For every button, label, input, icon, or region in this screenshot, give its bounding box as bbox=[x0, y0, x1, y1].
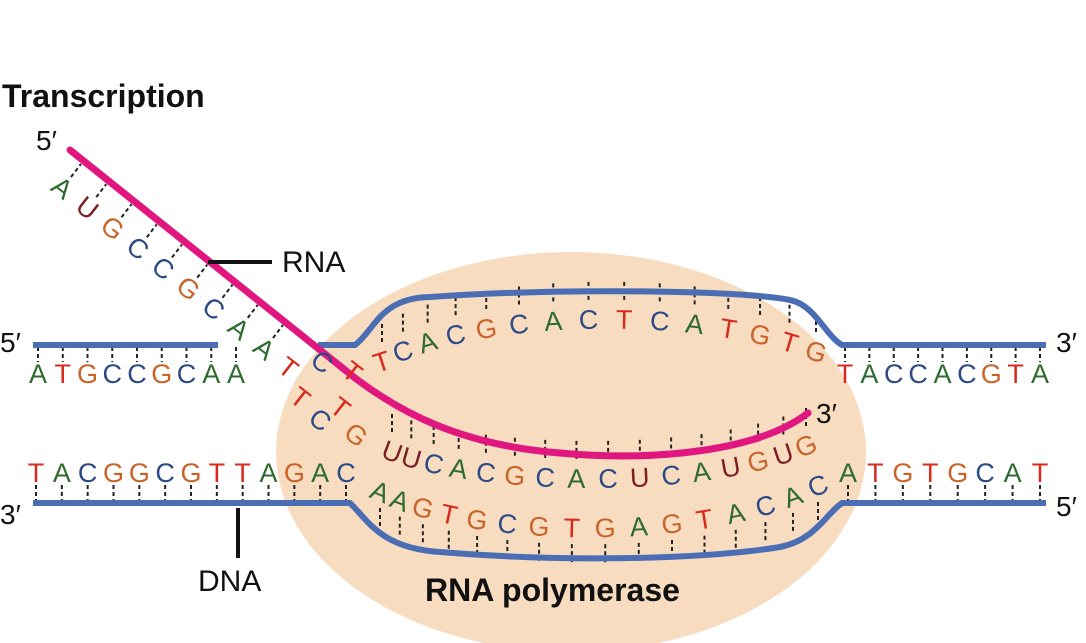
base-pair-tick bbox=[145, 223, 158, 238]
template-strand-base: A bbox=[259, 458, 277, 488]
template-strand-base: A bbox=[53, 458, 71, 488]
template-strand-base: G bbox=[103, 458, 124, 488]
template-strand-base: T bbox=[438, 498, 460, 531]
dna-coding-strand bbox=[33, 288, 1046, 348]
rna-polymerase-label: RNA polymerase bbox=[425, 572, 680, 608]
template-strand-base: G bbox=[947, 458, 968, 488]
base-pair-tick bbox=[120, 203, 133, 218]
template-strand-base: G bbox=[464, 504, 489, 537]
coding-strand-base: T bbox=[1007, 359, 1024, 389]
rna-base: C bbox=[146, 251, 180, 287]
rna-base: A bbox=[222, 312, 255, 347]
coding-strand-base: C bbox=[103, 359, 123, 389]
coding-strand-base: G bbox=[77, 359, 98, 389]
template-strand-base: A bbox=[311, 458, 329, 488]
coding-strand-base: C bbox=[649, 306, 670, 337]
coding-strand-base: A bbox=[202, 359, 220, 389]
template-strand-base: C bbox=[155, 458, 175, 488]
rna-base: C bbox=[598, 464, 618, 494]
rna-base: A bbox=[46, 171, 79, 206]
template-strand-base: G bbox=[180, 458, 201, 488]
coding-strand-base: C bbox=[127, 359, 147, 389]
template-strand-base: G bbox=[892, 458, 913, 488]
coding-strand-base: G bbox=[981, 359, 1002, 389]
coding-strand-base: C bbox=[908, 359, 928, 389]
coding-3prime-label: 3′ bbox=[1056, 327, 1077, 358]
coding-strand-base: C bbox=[957, 359, 977, 389]
coding-strand-base: A bbox=[1031, 359, 1049, 389]
rna-base: A bbox=[248, 332, 281, 367]
rna-5prime-label: 5′ bbox=[36, 125, 57, 156]
coding-strand-base: C bbox=[884, 359, 904, 389]
rna-base: G bbox=[503, 460, 526, 492]
template-3prime-label: 3′ bbox=[0, 499, 21, 530]
rna-base: C bbox=[535, 462, 556, 493]
coding-strand-base: T bbox=[718, 313, 739, 345]
base-pair-tick bbox=[171, 243, 183, 259]
template-strand-base: C bbox=[496, 508, 519, 540]
coding-strand-base: A bbox=[29, 359, 47, 389]
base-pair-tick bbox=[221, 284, 234, 299]
rna-base: U bbox=[629, 462, 650, 493]
coding-strand-base: T bbox=[55, 359, 72, 389]
template-strand-base: T bbox=[867, 458, 884, 488]
template-strand-base: G bbox=[528, 511, 551, 542]
template-strand-base: A bbox=[629, 511, 649, 542]
dna-template-strand bbox=[33, 500, 1046, 562]
template-strand-base: T bbox=[563, 513, 580, 543]
rna-base: C bbox=[660, 460, 682, 492]
dna-label: DNA bbox=[198, 565, 261, 598]
coding-strand-base: C bbox=[578, 305, 598, 335]
coding-strand-base: A bbox=[227, 359, 245, 389]
base-pair-tick bbox=[95, 183, 108, 198]
template-5prime-label: 5′ bbox=[1056, 491, 1077, 522]
rna-base: G bbox=[95, 210, 130, 247]
rna-polymerase-enzyme bbox=[276, 252, 866, 643]
rna-base: C bbox=[121, 231, 155, 267]
rna-base: A bbox=[447, 453, 470, 486]
coding-strand-base: A bbox=[543, 306, 563, 337]
template-strand-base: T bbox=[922, 458, 939, 488]
coding-strand-base: A bbox=[933, 359, 951, 389]
template-strand-base: T bbox=[694, 504, 715, 536]
rna-base: A bbox=[567, 464, 586, 494]
coding-strand-base: C bbox=[177, 359, 197, 389]
coding-strand-base: T bbox=[616, 305, 633, 335]
template-strand-base: T bbox=[234, 458, 251, 488]
base-pair-tick bbox=[246, 304, 259, 319]
template-strand-base: G bbox=[594, 513, 616, 543]
rna-base: G bbox=[171, 270, 206, 307]
coding-strand-base: A bbox=[860, 359, 878, 389]
diagram-title: Transcription bbox=[2, 78, 205, 114]
template-strand-base: G bbox=[129, 458, 150, 488]
template-strand-base: T bbox=[209, 458, 226, 488]
base-pair-tick bbox=[70, 163, 82, 178]
template-strand-base: A bbox=[1004, 458, 1022, 488]
rna-base: A bbox=[691, 456, 713, 488]
rna-label: RNA bbox=[282, 246, 345, 279]
template-strand-base: A bbox=[839, 458, 857, 488]
rna-strand bbox=[66, 146, 812, 460]
coding-strand-base: C bbox=[508, 308, 531, 340]
coding-strand-base: G bbox=[473, 313, 499, 346]
template-strand-base: C bbox=[336, 458, 356, 488]
rna-base: C bbox=[197, 291, 231, 327]
template-strand-base: C bbox=[78, 458, 98, 488]
coding-5prime-label: 5′ bbox=[0, 327, 21, 358]
rna-3prime-label: 3′ bbox=[816, 398, 837, 429]
base-pair-tick bbox=[196, 264, 209, 279]
coding-strand-base: T bbox=[837, 359, 854, 389]
coding-strand-base: G bbox=[151, 359, 172, 389]
template-strand-base: C bbox=[975, 458, 995, 488]
template-strand-base: G bbox=[284, 458, 305, 488]
coding-strand-base: A bbox=[684, 308, 705, 340]
rna-base: C bbox=[474, 457, 497, 489]
template-strand-base: G bbox=[660, 508, 684, 540]
rna-base: U bbox=[70, 190, 104, 226]
template-strand-base: T bbox=[28, 458, 45, 488]
base-pair-tick bbox=[272, 324, 284, 339]
template-strand-base: T bbox=[1032, 458, 1049, 488]
